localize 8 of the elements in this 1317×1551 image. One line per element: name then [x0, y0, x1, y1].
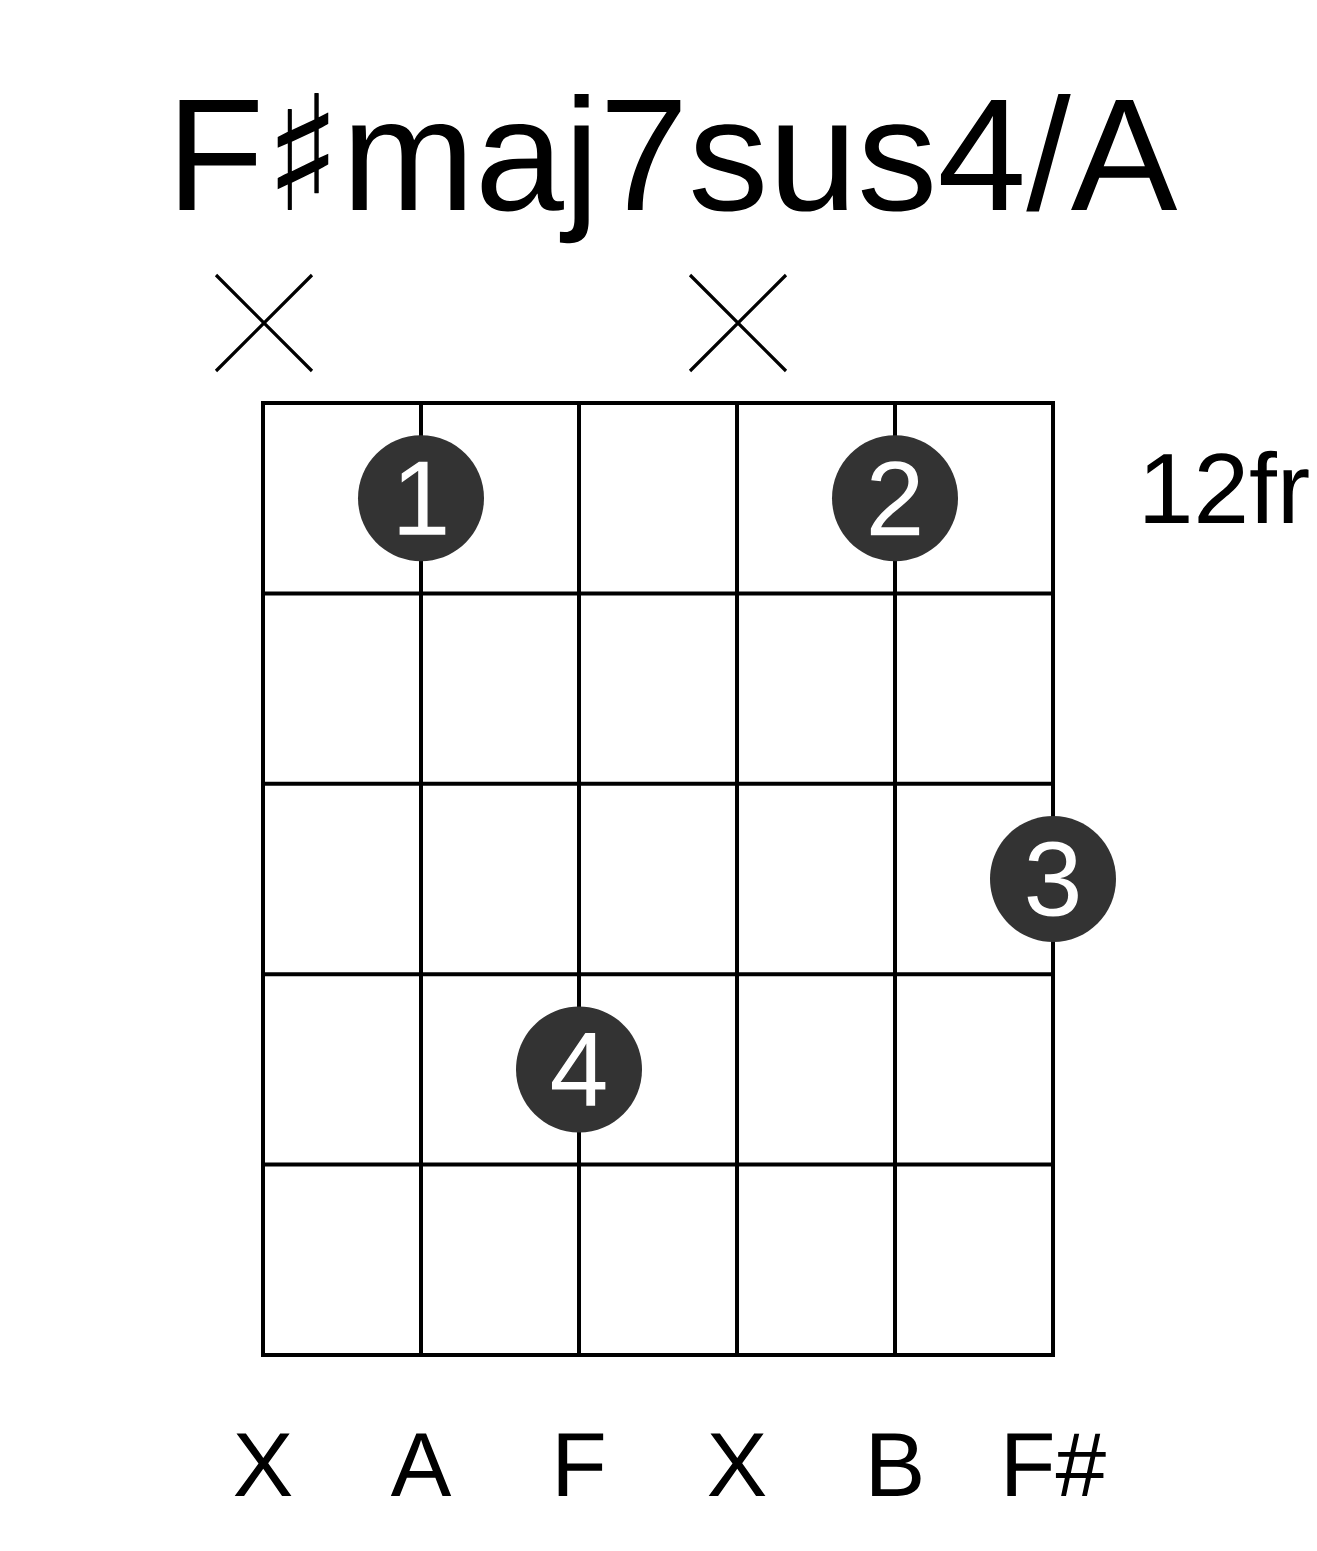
string-note: F [558, 1433, 604, 1496]
string-note: F# [1007, 1433, 1106, 1496]
string-note: X [708, 1433, 766, 1496]
string-note: A [390, 1433, 452, 1496]
string-note: X [234, 1433, 292, 1496]
fret-number: 12fr [1145, 450, 1309, 523]
chord-title: F♯maj7sus4/A [179, 93, 1178, 244]
string-note: B [872, 1433, 921, 1496]
